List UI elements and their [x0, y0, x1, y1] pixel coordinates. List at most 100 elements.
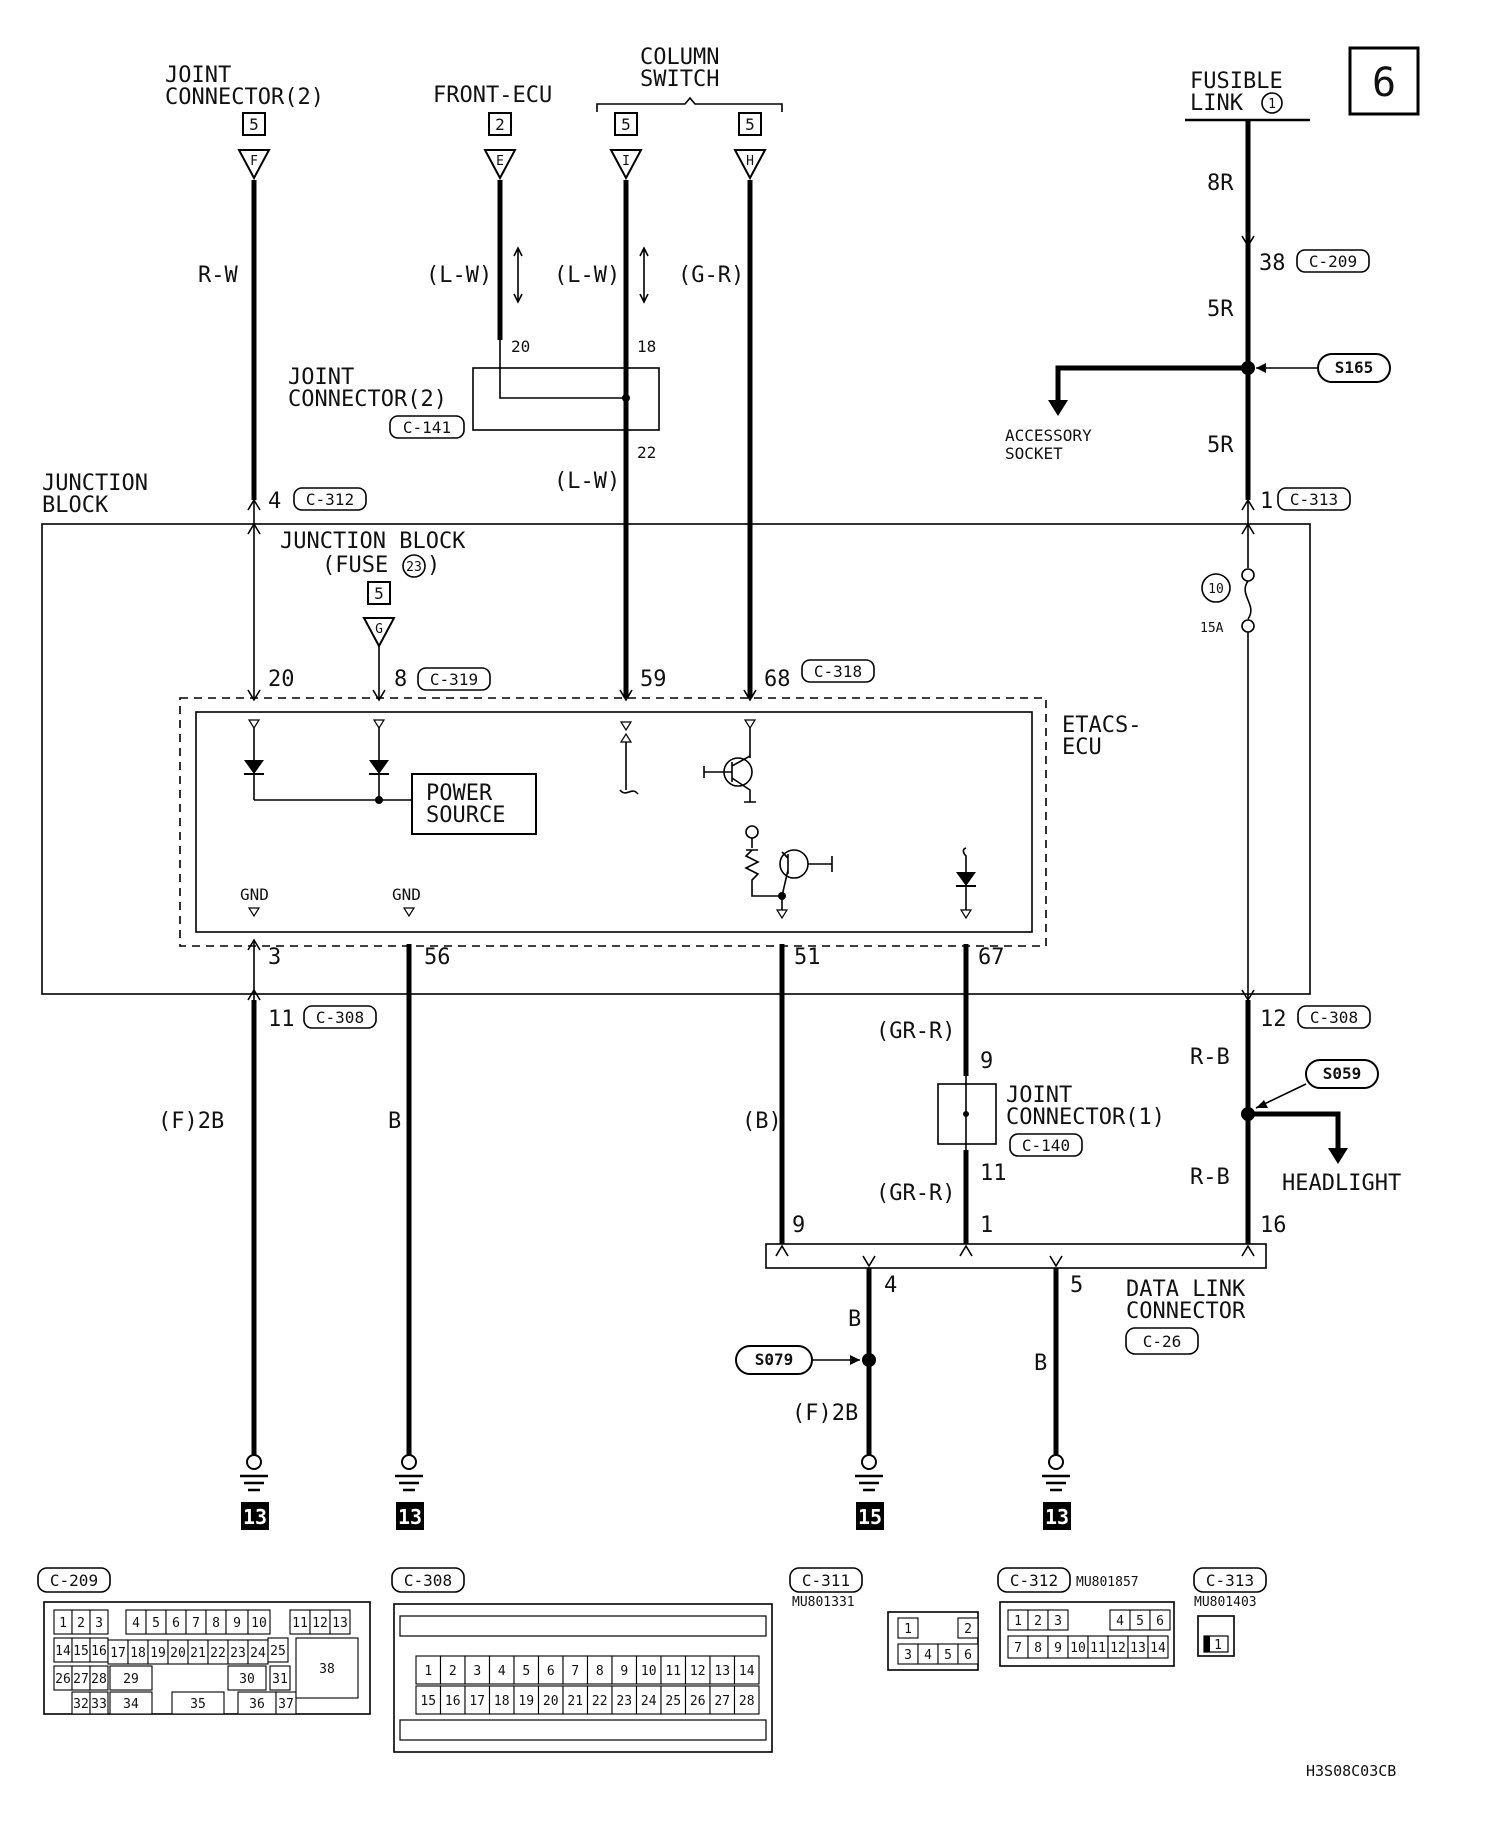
svg-text:(GR-R): (GR-R) [876, 1019, 955, 1044]
c308-pin-label: 22 [592, 1694, 608, 1709]
svg-text:15: 15 [858, 1505, 882, 1529]
c312-pin-label: 10 [1070, 1641, 1086, 1656]
c308-pin [513, 1655, 540, 1685]
c209-pin-label: 4 [132, 1616, 140, 1631]
c209-pin-label: 18 [130, 1646, 146, 1661]
svg-text:C-141: C-141 [403, 418, 451, 437]
c312-pin [1149, 1609, 1171, 1631]
svg-text:SOURCE: SOURCE [426, 803, 505, 828]
svg-text:ETACS-: ETACS- [1062, 713, 1141, 738]
svg-text:POWER: POWER [426, 781, 493, 806]
svg-text:FRONT-ECU: FRONT-ECU [433, 83, 552, 108]
page-number-box [1348, 46, 1420, 116]
c308-pin-label: 13 [714, 1664, 730, 1679]
c209-pin-label: 26 [55, 1672, 71, 1687]
svg-text:11: 11 [980, 1161, 1007, 1186]
c209-pin-label: 31 [272, 1672, 288, 1687]
svg-text:59: 59 [640, 667, 667, 692]
c209-pin-label: 14 [55, 1644, 71, 1659]
svg-text:JUNCTION: JUNCTION [42, 471, 148, 496]
c308-pin-label: 27 [714, 1694, 730, 1709]
c209-pin [269, 1665, 291, 1691]
c308-pin [586, 1685, 613, 1715]
c209-pin-label: 36 [249, 1697, 265, 1712]
svg-text:CONNECTOR(2): CONNECTOR(2) [165, 85, 324, 110]
c209-pin-label: 37 [278, 1697, 294, 1712]
c311-pin-label: 1 [904, 1622, 912, 1637]
svg-text:23: 23 [406, 560, 422, 575]
c312-pin-label: 1 [1014, 1614, 1022, 1629]
c308-pin [586, 1655, 613, 1685]
wire-label-column-i: (L-W) [554, 263, 620, 288]
svg-text:F: F [250, 154, 258, 169]
c308-pin [611, 1655, 638, 1685]
figure-code: H3S08C03CB [1306, 1762, 1396, 1780]
c209-pin [171, 1691, 225, 1715]
svg-text:5R: 5R [1207, 297, 1234, 322]
svg-text:13: 13 [398, 1505, 422, 1529]
c209-pin [89, 1609, 109, 1635]
svg-text:S079: S079 [755, 1350, 794, 1369]
c308-pin [562, 1685, 589, 1715]
svg-text:C-308: C-308 [404, 1571, 452, 1590]
c311-pin-label: 5 [944, 1648, 952, 1663]
svg-text:(L-W): (L-W) [554, 469, 620, 494]
c308-pin-label: 7 [571, 1664, 579, 1679]
c209-pin-label: 8 [212, 1616, 220, 1631]
c209-pin-label: 33 [91, 1697, 107, 1712]
svg-text:5R: 5R [1207, 433, 1234, 458]
svg-text:R-B: R-B [1190, 1045, 1230, 1070]
column-switch-top: COLUMN SWITCH 5 I 5 H [596, 45, 783, 179]
c312-pin-label: 3 [1054, 1614, 1062, 1629]
c209-pin [329, 1609, 351, 1635]
junction-bottom-pins: 3 56 51 67 11 C-308 12 C-308 [247, 938, 1371, 1032]
svg-text:MU801331: MU801331 [792, 1595, 855, 1610]
ground-4: 13 [1040, 1453, 1072, 1530]
svg-text:ECU: ECU [1062, 735, 1102, 760]
c209-pin-label: 11 [292, 1616, 308, 1631]
c308-pin [415, 1655, 442, 1685]
c308-pin [415, 1685, 442, 1715]
svg-text:67: 67 [978, 945, 1005, 970]
svg-text:GND: GND [392, 885, 421, 904]
c209-pin-label: 34 [123, 1697, 139, 1712]
joint-connector-c141: 20 18 JOINT CONNECTOR(2) C-141 22 (L-W) [288, 337, 660, 494]
svg-text:S059: S059 [1323, 1064, 1362, 1083]
c308-pin [464, 1655, 491, 1685]
svg-text:SOCKET: SOCKET [1005, 444, 1063, 463]
svg-text:JOINT: JOINT [165, 63, 231, 88]
c311-pin-label: 3 [904, 1648, 912, 1663]
c312-pin-label: 9 [1054, 1641, 1062, 1656]
svg-text:13: 13 [243, 1505, 267, 1529]
c308-pin [488, 1655, 515, 1685]
ground-2: 13 [393, 1453, 425, 1530]
svg-text:G: G [375, 622, 383, 637]
svg-text:I: I [622, 154, 630, 169]
c209-pin-label: 27 [73, 1672, 89, 1687]
svg-text:13: 13 [1045, 1505, 1069, 1529]
c312-pin-label: 12 [1110, 1641, 1126, 1656]
svg-text:FUSIBLE: FUSIBLE [1190, 69, 1283, 94]
c308-pin [733, 1655, 760, 1685]
svg-text:HEADLIGHT: HEADLIGHT [1282, 1171, 1401, 1196]
svg-text:MU801403: MU801403 [1194, 1595, 1257, 1610]
c308-pin-label: 5 [522, 1664, 530, 1679]
svg-text:B: B [1034, 1351, 1047, 1376]
c209-pin-label: 3 [95, 1616, 103, 1631]
c209-pin-label: 23 [230, 1646, 246, 1661]
svg-text:1: 1 [1260, 489, 1273, 514]
svg-text:E: E [496, 154, 504, 169]
svg-text:C-313: C-313 [1206, 1571, 1254, 1590]
c308-pin-label: 8 [596, 1664, 604, 1679]
c311-pin [897, 1617, 919, 1639]
svg-text:(GR-R): (GR-R) [876, 1181, 955, 1206]
c209-pin-label: 19 [150, 1646, 166, 1661]
c312-pin [1047, 1609, 1069, 1631]
c209-pin-label: 24 [250, 1646, 266, 1661]
c308-pin [439, 1655, 466, 1685]
c312-pin [1147, 1635, 1169, 1659]
c308-pin-label: 23 [616, 1694, 632, 1709]
c312-pin-label: 8 [1034, 1641, 1042, 1656]
lower-wiring: (F)2B B (B) (GR-R) 9 JOINT CONNECTOR(1) … [158, 944, 1401, 1462]
